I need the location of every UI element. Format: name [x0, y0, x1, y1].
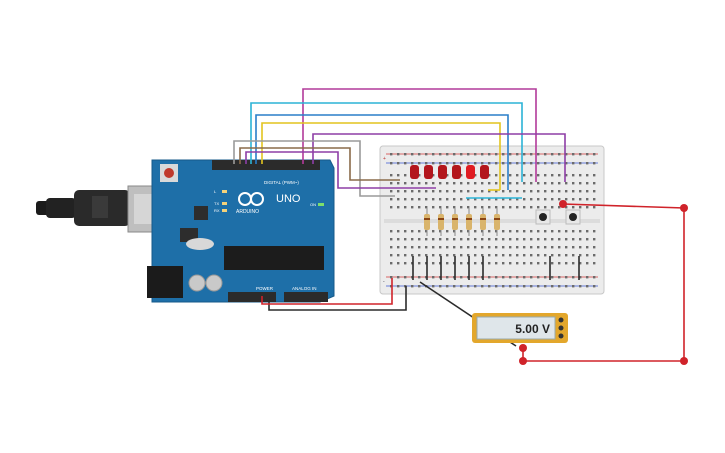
power-header[interactable] — [228, 292, 276, 302]
led-3[interactable] — [438, 165, 447, 179]
resistor-1[interactable] — [424, 208, 430, 236]
led-4[interactable] — [452, 165, 461, 179]
resistors[interactable] — [424, 208, 500, 236]
resistor-2[interactable] — [438, 208, 444, 236]
digital-header[interactable] — [212, 160, 320, 170]
power-label: POWER — [256, 286, 274, 291]
analog-label: ANALOG IN — [292, 286, 317, 291]
wire-yellow[interactable] — [261, 122, 501, 190]
model-label: UNO — [276, 193, 301, 205]
wires[interactable] — [233, 88, 685, 362]
arduino-uno-board[interactable]: ARDUINO UNO DIGITAL (PWM~) POWER ANALOG … — [147, 159, 335, 303]
digital-label: DIGITAL (PWM~) — [264, 180, 299, 185]
wire-magenta[interactable] — [302, 88, 537, 182]
rail-plus-label: + — [383, 156, 386, 162]
reset-button[interactable] — [164, 168, 174, 178]
analog-header[interactable] — [284, 292, 328, 302]
resistor-3[interactable] — [452, 208, 458, 236]
wire-red-5v[interactable] — [261, 278, 393, 305]
multimeter[interactable]: 5.00 V — [472, 313, 568, 343]
rx-label: RX — [214, 208, 220, 213]
probe-nodes — [519, 200, 688, 365]
rail-minus-label: - — [383, 279, 385, 285]
power-jack — [147, 266, 183, 298]
multimeter-reading: 5.00 V — [515, 322, 550, 336]
led-6[interactable] — [480, 165, 489, 179]
l-label: L — [214, 189, 217, 194]
atmega-chip — [224, 246, 324, 270]
led-1[interactable] — [410, 165, 419, 179]
wire-cyan[interactable] — [250, 102, 523, 182]
pushbutton-2[interactable] — [565, 209, 581, 225]
led-2[interactable] — [424, 165, 433, 179]
wire-blue[interactable] — [255, 114, 509, 190]
led-5[interactable] — [466, 165, 475, 179]
wire-purple-short[interactable] — [245, 151, 436, 189]
resistor-5[interactable] — [480, 208, 486, 236]
tx-label: TX — [214, 201, 219, 206]
ground-jumpers[interactable] — [412, 256, 580, 280]
arduino-logo — [238, 192, 264, 206]
pushbutton-1[interactable] — [535, 209, 551, 225]
pushbuttons[interactable] — [535, 209, 581, 225]
resistor-6[interactable] — [494, 208, 500, 236]
on-label: ON — [310, 202, 316, 207]
resistor-4[interactable] — [466, 208, 472, 236]
wire-gray[interactable] — [233, 140, 395, 197]
wire-black-gnd[interactable] — [268, 286, 407, 311]
wire-purple-long[interactable] — [312, 133, 566, 182]
brand-label: ARDUINO — [236, 209, 259, 215]
leds[interactable] — [410, 165, 489, 179]
wire-brown[interactable] — [239, 147, 400, 181]
breadboard[interactable]: + - — [379, 145, 605, 295]
